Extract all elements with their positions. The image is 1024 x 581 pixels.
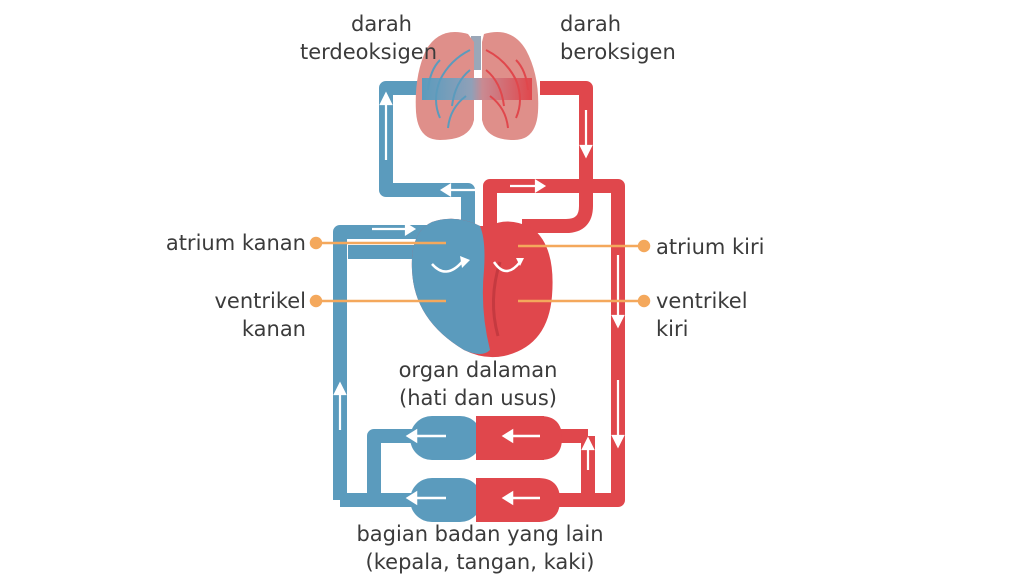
body-capillaries (405, 416, 562, 522)
label-deoxy: darah terdeoksigen (300, 10, 438, 66)
pointer-dot-atrium-kiri (637, 239, 651, 253)
capillary-upper-blue (410, 416, 482, 460)
label-oxy: darah beroksigen (560, 10, 700, 66)
capillary-lower-blue (410, 478, 482, 522)
pointer-dot-ventrikel-kanan (309, 294, 323, 308)
label-oxy-line2: beroksigen (560, 40, 676, 64)
label-deoxy-line1: darah (350, 12, 412, 36)
label-oxy-line1: darah (560, 12, 622, 36)
label-pointers (309, 236, 651, 308)
label-organ: organ dalaman (hati dan usus) (360, 356, 596, 412)
flow-arrows (333, 91, 625, 470)
pointer-dot-atrium-kanan (309, 236, 323, 250)
lungs (415, 32, 539, 140)
lung-bronchus (422, 78, 532, 100)
valve-arrow-left (492, 261, 521, 273)
label-organ-line1: organ dalaman (398, 358, 558, 382)
label-atrium-kiri: atrium kiri (656, 235, 765, 259)
label-body-line2: (kepala, tangan, kaki) (365, 550, 595, 574)
label-body: bagian badan yang lain (kepala, tangan, … (330, 520, 630, 576)
label-ventrikel-kanan: ventrikel kanan (150, 287, 306, 343)
label-ventrikel-kiri: ventrikel kiri (656, 287, 806, 343)
label-ventrikel-kanan-line1: ventrikel (214, 289, 306, 313)
valve-arrow-right (431, 261, 463, 273)
label-body-line1: bagian badan yang lain (356, 522, 604, 546)
label-organ-line2: (hati dan usus) (399, 386, 557, 410)
label-deoxy-line2: terdeoksigen (300, 40, 438, 64)
heart (411, 218, 553, 358)
label-ventrikel-kiri-line1: ventrikel (656, 289, 748, 313)
pointer-dot-ventrikel-kiri (637, 294, 651, 308)
label-atrium-kanan: atrium kanan (165, 231, 306, 255)
label-ventrikel-kanan-line2: kanan (241, 317, 306, 341)
right-heart-side (411, 218, 490, 354)
label-ventrikel-kiri-line2: kiri (656, 317, 689, 341)
